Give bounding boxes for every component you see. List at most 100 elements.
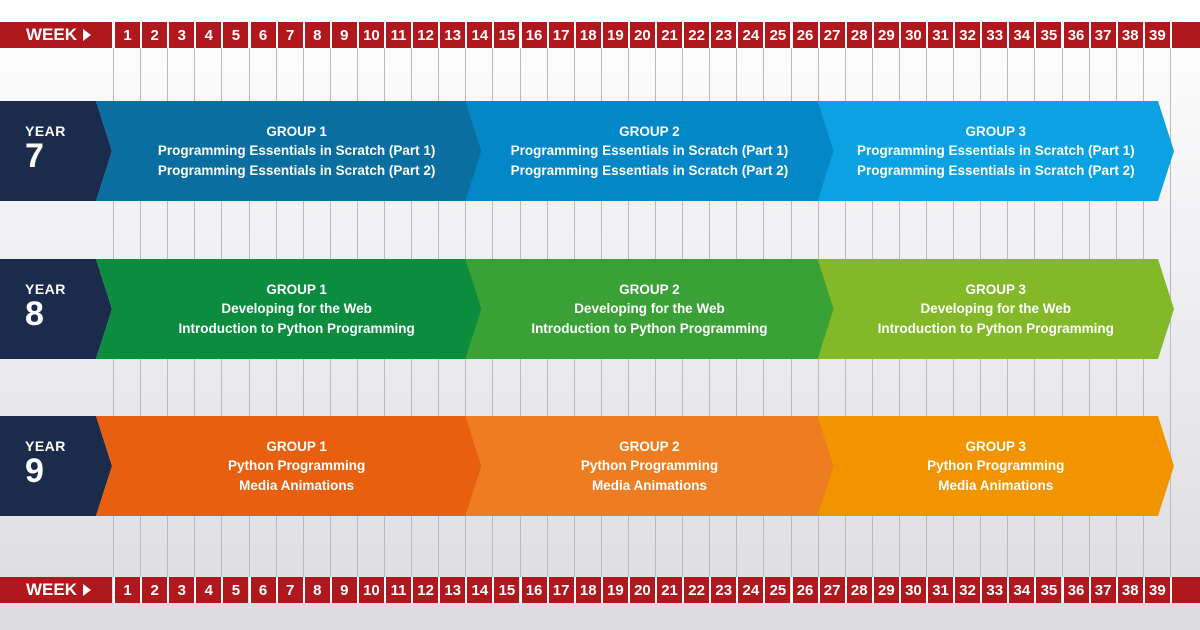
week-number: 28	[844, 577, 872, 603]
week-number: 7	[275, 22, 303, 48]
week-number: 33	[980, 577, 1008, 603]
week-number: 9	[329, 577, 357, 603]
week-number: 3	[167, 22, 195, 48]
week-number: 4	[194, 22, 222, 48]
group-3-segment: GROUP 3 Programming Essentials in Scratch…	[801, 101, 1174, 201]
course-title: Introduction to Python Programming	[877, 320, 1114, 336]
week-number: 17	[546, 22, 574, 48]
course-title: Developing for the Web	[920, 301, 1072, 317]
year-badge: YEAR 7	[0, 101, 112, 201]
week-number: 31	[926, 22, 954, 48]
week-number: 21	[655, 22, 683, 48]
year-label: YEAR	[25, 281, 66, 297]
course-title: Python Programming	[580, 458, 719, 474]
week-number: 24	[736, 577, 764, 603]
week-number: 22	[682, 577, 710, 603]
year-badge: YEAR 9	[0, 416, 112, 516]
week-number: 10	[356, 577, 384, 603]
group-name: GROUP 3	[965, 123, 1027, 139]
course-title: Introduction to Python Programming	[178, 320, 415, 336]
group-name: GROUP 3	[965, 281, 1027, 297]
week-number: 2	[140, 22, 168, 48]
week-number: 12	[411, 577, 439, 603]
year-label: YEAR	[25, 123, 66, 139]
week-number: 24	[736, 22, 764, 48]
week-number: 22	[682, 22, 710, 48]
week-number: 36	[1061, 577, 1089, 603]
course-title: Media Animations	[239, 477, 355, 493]
week-number: 10	[356, 22, 384, 48]
week-number: 5	[221, 577, 249, 603]
week-number: 26	[790, 577, 818, 603]
week-number: 32	[953, 577, 981, 603]
week-number: 9	[329, 22, 357, 48]
week-number: 15	[492, 577, 520, 603]
week-number: 19	[600, 22, 628, 48]
week-number: 23	[709, 577, 737, 603]
week-number: 20	[627, 577, 655, 603]
week-number: 14	[465, 577, 493, 603]
course-title: Developing for the Web	[221, 301, 372, 317]
course-title: Programming Essentials in Scratch (Part …	[510, 143, 789, 159]
week-number: 35	[1034, 22, 1062, 48]
week-number: 34	[1007, 577, 1035, 603]
week-number: 38	[1115, 22, 1143, 48]
group-name: GROUP 1	[266, 438, 327, 454]
week-number: 23	[709, 22, 737, 48]
week-bar-end	[1169, 22, 1200, 48]
course-title: Python Programming	[228, 458, 366, 474]
course-title: Programming Essentials in Scratch (Part …	[856, 162, 1135, 178]
week-bar-end	[1169, 577, 1200, 603]
week-number: 13	[438, 577, 466, 603]
week-number: 28	[844, 22, 872, 48]
week-number: 12	[411, 22, 439, 48]
year-badge: YEAR 8	[0, 259, 112, 359]
week-number: 25	[763, 22, 791, 48]
week-number: 27	[817, 577, 845, 603]
week-number: 32	[953, 22, 981, 48]
week-number: 30	[898, 22, 926, 48]
week-number: 13	[438, 22, 466, 48]
week-number: 35	[1034, 577, 1062, 603]
week-number: 1	[113, 577, 141, 603]
week-number: 29	[871, 22, 899, 48]
group-name: GROUP 1	[266, 281, 327, 297]
week-number: 34	[1007, 22, 1035, 48]
week-number: 29	[871, 577, 899, 603]
week-number: 25	[763, 577, 791, 603]
week-number: 39	[1142, 577, 1170, 603]
week-number: 11	[384, 577, 412, 603]
group-name: GROUP 3	[965, 438, 1027, 454]
week-number: 19	[600, 577, 628, 603]
year-number: 7	[25, 137, 44, 175]
week-number: 8	[302, 22, 330, 48]
arrow-right-icon	[83, 29, 91, 41]
week-number: 16	[519, 577, 547, 603]
year-number: 9	[25, 452, 44, 490]
week-number: 18	[573, 577, 601, 603]
week-number: 20	[627, 22, 655, 48]
course-title: Media Animations	[938, 477, 1054, 493]
week-number: 1	[113, 22, 141, 48]
course-title: Media Animations	[591, 477, 707, 493]
year-label: YEAR	[25, 438, 66, 454]
course-title: Introduction to Python Programming	[531, 320, 768, 336]
week-number: 21	[655, 577, 683, 603]
course-title: Programming Essentials in Scratch (Part …	[510, 162, 789, 178]
week-number: 6	[248, 22, 276, 48]
arrow-right-icon	[83, 584, 91, 596]
week-number: 33	[980, 22, 1008, 48]
week-number: 18	[573, 22, 601, 48]
week-number: 2	[140, 577, 168, 603]
week-number: 7	[275, 577, 303, 603]
week-number: 38	[1115, 577, 1143, 603]
